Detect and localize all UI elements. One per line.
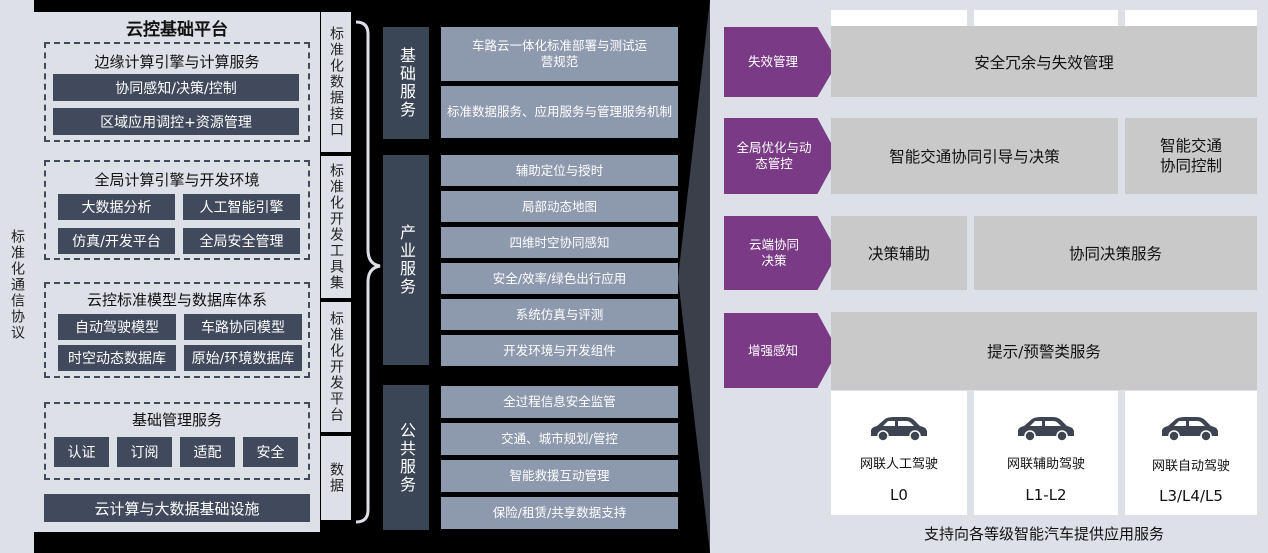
protocol-label-text: 标准化通信协议: [9, 229, 25, 341]
model-title: 云控标准模型与数据库体系: [86, 290, 267, 309]
group-label-text: 基础服务: [397, 47, 416, 119]
platform-title: 云控基础平台: [126, 19, 228, 40]
model-item: 时空动态数据库: [58, 345, 176, 371]
car-name: 网联人工驾驶: [859, 456, 938, 472]
service-item: 智能救援互动管理: [441, 460, 678, 492]
car-name: 网联辅助驾驶: [1006, 456, 1085, 472]
app-cell: 智能交通协同引导与决策: [831, 118, 1118, 194]
tag-cloud-decision: 云端协同决策: [724, 216, 838, 290]
global-item: 仿真/开发平台: [58, 228, 175, 254]
car-icon: [871, 417, 927, 442]
global-item: 大数据分析: [58, 194, 175, 220]
group-label-industry: 产业服务: [383, 155, 429, 365]
tag-global-opt: 全局优化与动态管控: [724, 118, 838, 194]
edge-item: 区域应用调控+资源管理: [53, 108, 299, 135]
protocol-strip: [0, 0, 34, 553]
car-card-assisted: [974, 391, 1118, 515]
card-strip: [974, 10, 1118, 26]
connector-fan: [678, 0, 710, 553]
global-section: [44, 160, 310, 260]
model-section: [44, 282, 310, 378]
edge-section: [44, 42, 310, 142]
app-cell: 决策辅助: [831, 216, 967, 290]
side-label-text: 数据: [328, 462, 344, 494]
service-item: 四维时空协同感知: [441, 227, 678, 258]
side-label-data: 数据: [321, 436, 351, 520]
car-level: L0: [890, 486, 908, 504]
footer-caption: 支持向各等级智能汽车提供应用服务: [923, 524, 1164, 543]
side-label-text: 标准化数据接口: [328, 26, 344, 138]
service-item: 开发环境与开发组件: [441, 335, 678, 366]
side-label-data-interface: 标准化数据接口: [321, 12, 351, 152]
car-level: L1-L2: [1025, 486, 1067, 504]
mgmt-item: 订阅: [117, 437, 172, 467]
global-item: 全局安全管理: [183, 228, 300, 254]
car-name: 网联自动驾驶: [1151, 458, 1230, 474]
app-cell: 提示/预警类服务: [831, 312, 1257, 390]
side-label-text: 标准化开发工具集: [328, 163, 344, 291]
model-item: 车路协同模型: [184, 314, 302, 340]
car-icon: [1018, 417, 1074, 442]
mgmt-title: 基础管理服务: [131, 410, 222, 429]
car-level: L3/L4/L5: [1159, 487, 1223, 505]
mgmt-section: [44, 402, 310, 480]
service-item: 交通、城市规划/管控: [441, 423, 678, 455]
group-label-text: 公共服务: [397, 421, 416, 494]
side-label-text: 标准化开发平台: [328, 311, 344, 423]
service-item: 安全/效率/绿色出行应用: [441, 263, 678, 294]
protocol-label: 标准化通信协议: [0, 200, 34, 370]
app-cell: 安全冗余与失效管理: [831, 26, 1257, 97]
mgmt-item: 安全: [243, 437, 298, 467]
car-card-manual: [831, 391, 967, 515]
edge-title: 边缘计算引擎与计算服务: [94, 52, 260, 71]
service-item: 保险/租赁/共享数据支持: [441, 497, 678, 529]
global-item: 人工智能引擎: [183, 194, 300, 220]
mgmt-item: 认证: [54, 437, 109, 467]
app-cell: 智能交通协同控制: [1125, 118, 1257, 194]
model-item: 原始/环境数据库: [184, 345, 302, 371]
card-strip: [1125, 10, 1257, 26]
group-label-basic: 基础服务: [383, 27, 429, 139]
edge-item: 协同感知/决策/控制: [53, 74, 299, 101]
group-label-public: 公共服务: [383, 385, 429, 530]
service-item: 局部动态地图: [441, 191, 678, 222]
service-item: 车路云一体化标准部署与测试运营规范: [441, 27, 678, 81]
service-item: 辅助定位与授时: [441, 155, 678, 186]
car-icon: [1162, 417, 1218, 442]
side-label-dev-tools: 标准化开发工具集: [321, 156, 351, 298]
service-item: 全过程信息安全监管: [441, 386, 678, 418]
model-item: 自动驾驶模型: [58, 314, 176, 340]
app-cell: 协同决策服务: [974, 216, 1257, 290]
global-title: 全局计算引擎与开发环境: [94, 170, 260, 189]
brace-icon: [355, 20, 381, 524]
infra-bar: 云计算与大数据基础设施: [44, 494, 310, 522]
car-card-autonomous: [1125, 391, 1257, 515]
service-item: 系统仿真与评测: [441, 299, 678, 330]
service-item: 标准数据服务、应用服务与管理服务机制: [441, 86, 678, 138]
tag-failure-mgmt: 失效管理: [724, 27, 838, 97]
group-label-text: 产业服务: [397, 224, 416, 296]
side-label-dev-platform: 标准化开发平台: [321, 302, 351, 432]
mgmt-item: 适配: [180, 437, 235, 467]
card-strip: [831, 10, 967, 26]
tag-enhanced-perception: 增强感知: [724, 313, 838, 388]
